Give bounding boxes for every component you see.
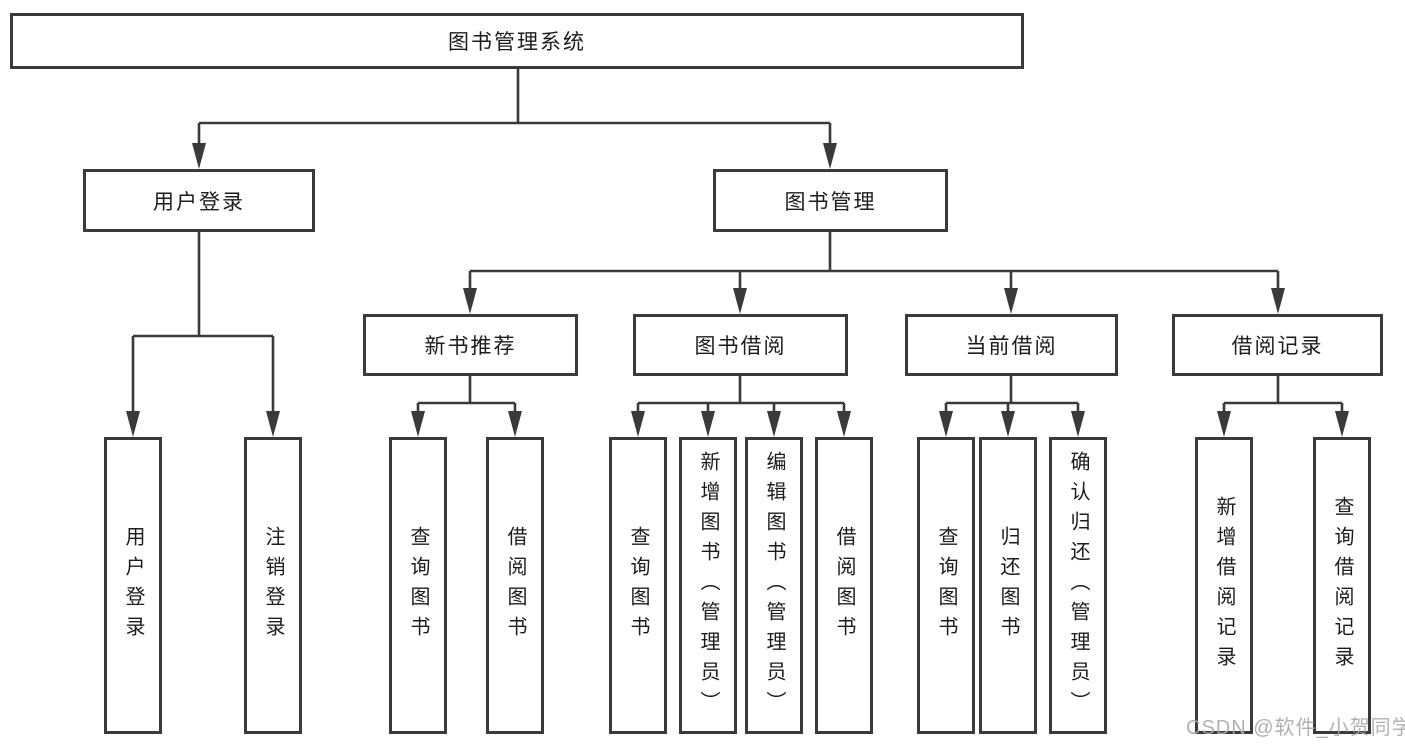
leaf-label: 查询图书 [935, 525, 957, 646]
node-new-book-recommend: 新书推荐 [363, 314, 578, 376]
leaf-label: 归还图书 [997, 525, 1019, 646]
leaf-label: 查询图书 [407, 525, 429, 646]
leaf-query-books-borrow: 查询图书 [609, 437, 667, 734]
leaf-label: 查询图书 [627, 525, 649, 646]
leaf-label: 新增图书（管理员） [697, 450, 719, 721]
leaf-label: 新增借阅记录 [1213, 495, 1235, 676]
leaf-label: 注销登录 [262, 525, 284, 646]
leaf-confirm-return-admin: 确认归还（管理员） [1049, 437, 1107, 734]
tree-arrow-stems [131, 123, 1344, 414]
node-root-system: 图书管理系统 [10, 13, 1024, 69]
leaf-query-books-current: 查询图书 [917, 437, 975, 734]
leaf-borrow-books: 借阅图书 [815, 437, 873, 734]
node-book-borrow: 图书借阅 [633, 314, 848, 376]
leaf-query-borrow-record: 查询借阅记录 [1313, 437, 1371, 734]
node-borrow-records: 借阅记录 [1172, 314, 1383, 376]
leaf-label: 查询借阅记录 [1331, 495, 1353, 676]
leaf-add-book-admin: 新增图书（管理员） [679, 437, 737, 734]
leaf-user-login: 用户登录 [104, 437, 162, 734]
watermark: CSDN @软件_小贺同学 [1186, 717, 1405, 739]
leaf-label: 编辑图书（管理员） [763, 450, 785, 721]
tree-branch-segments [133, 69, 1342, 405]
node-book-management: 图书管理 [713, 169, 948, 232]
leaf-label: 借阅图书 [504, 525, 526, 646]
leaf-edit-book-admin: 编辑图书（管理员） [745, 437, 803, 734]
leaf-return-book: 归还图书 [979, 437, 1037, 734]
leaf-borrow-books-recommend: 借阅图书 [486, 437, 544, 734]
leaf-logout: 注销登录 [244, 437, 302, 734]
leaf-label: 用户登录 [122, 525, 144, 646]
node-current-borrow: 当前借阅 [905, 314, 1118, 376]
node-user-login: 用户登录 [83, 169, 315, 232]
leaf-add-borrow-record: 新增借阅记录 [1195, 437, 1253, 734]
leaf-label: 借阅图书 [833, 525, 855, 646]
leaf-query-books-recommend: 查询图书 [389, 437, 447, 734]
leaf-label: 确认归还（管理员） [1067, 450, 1089, 721]
